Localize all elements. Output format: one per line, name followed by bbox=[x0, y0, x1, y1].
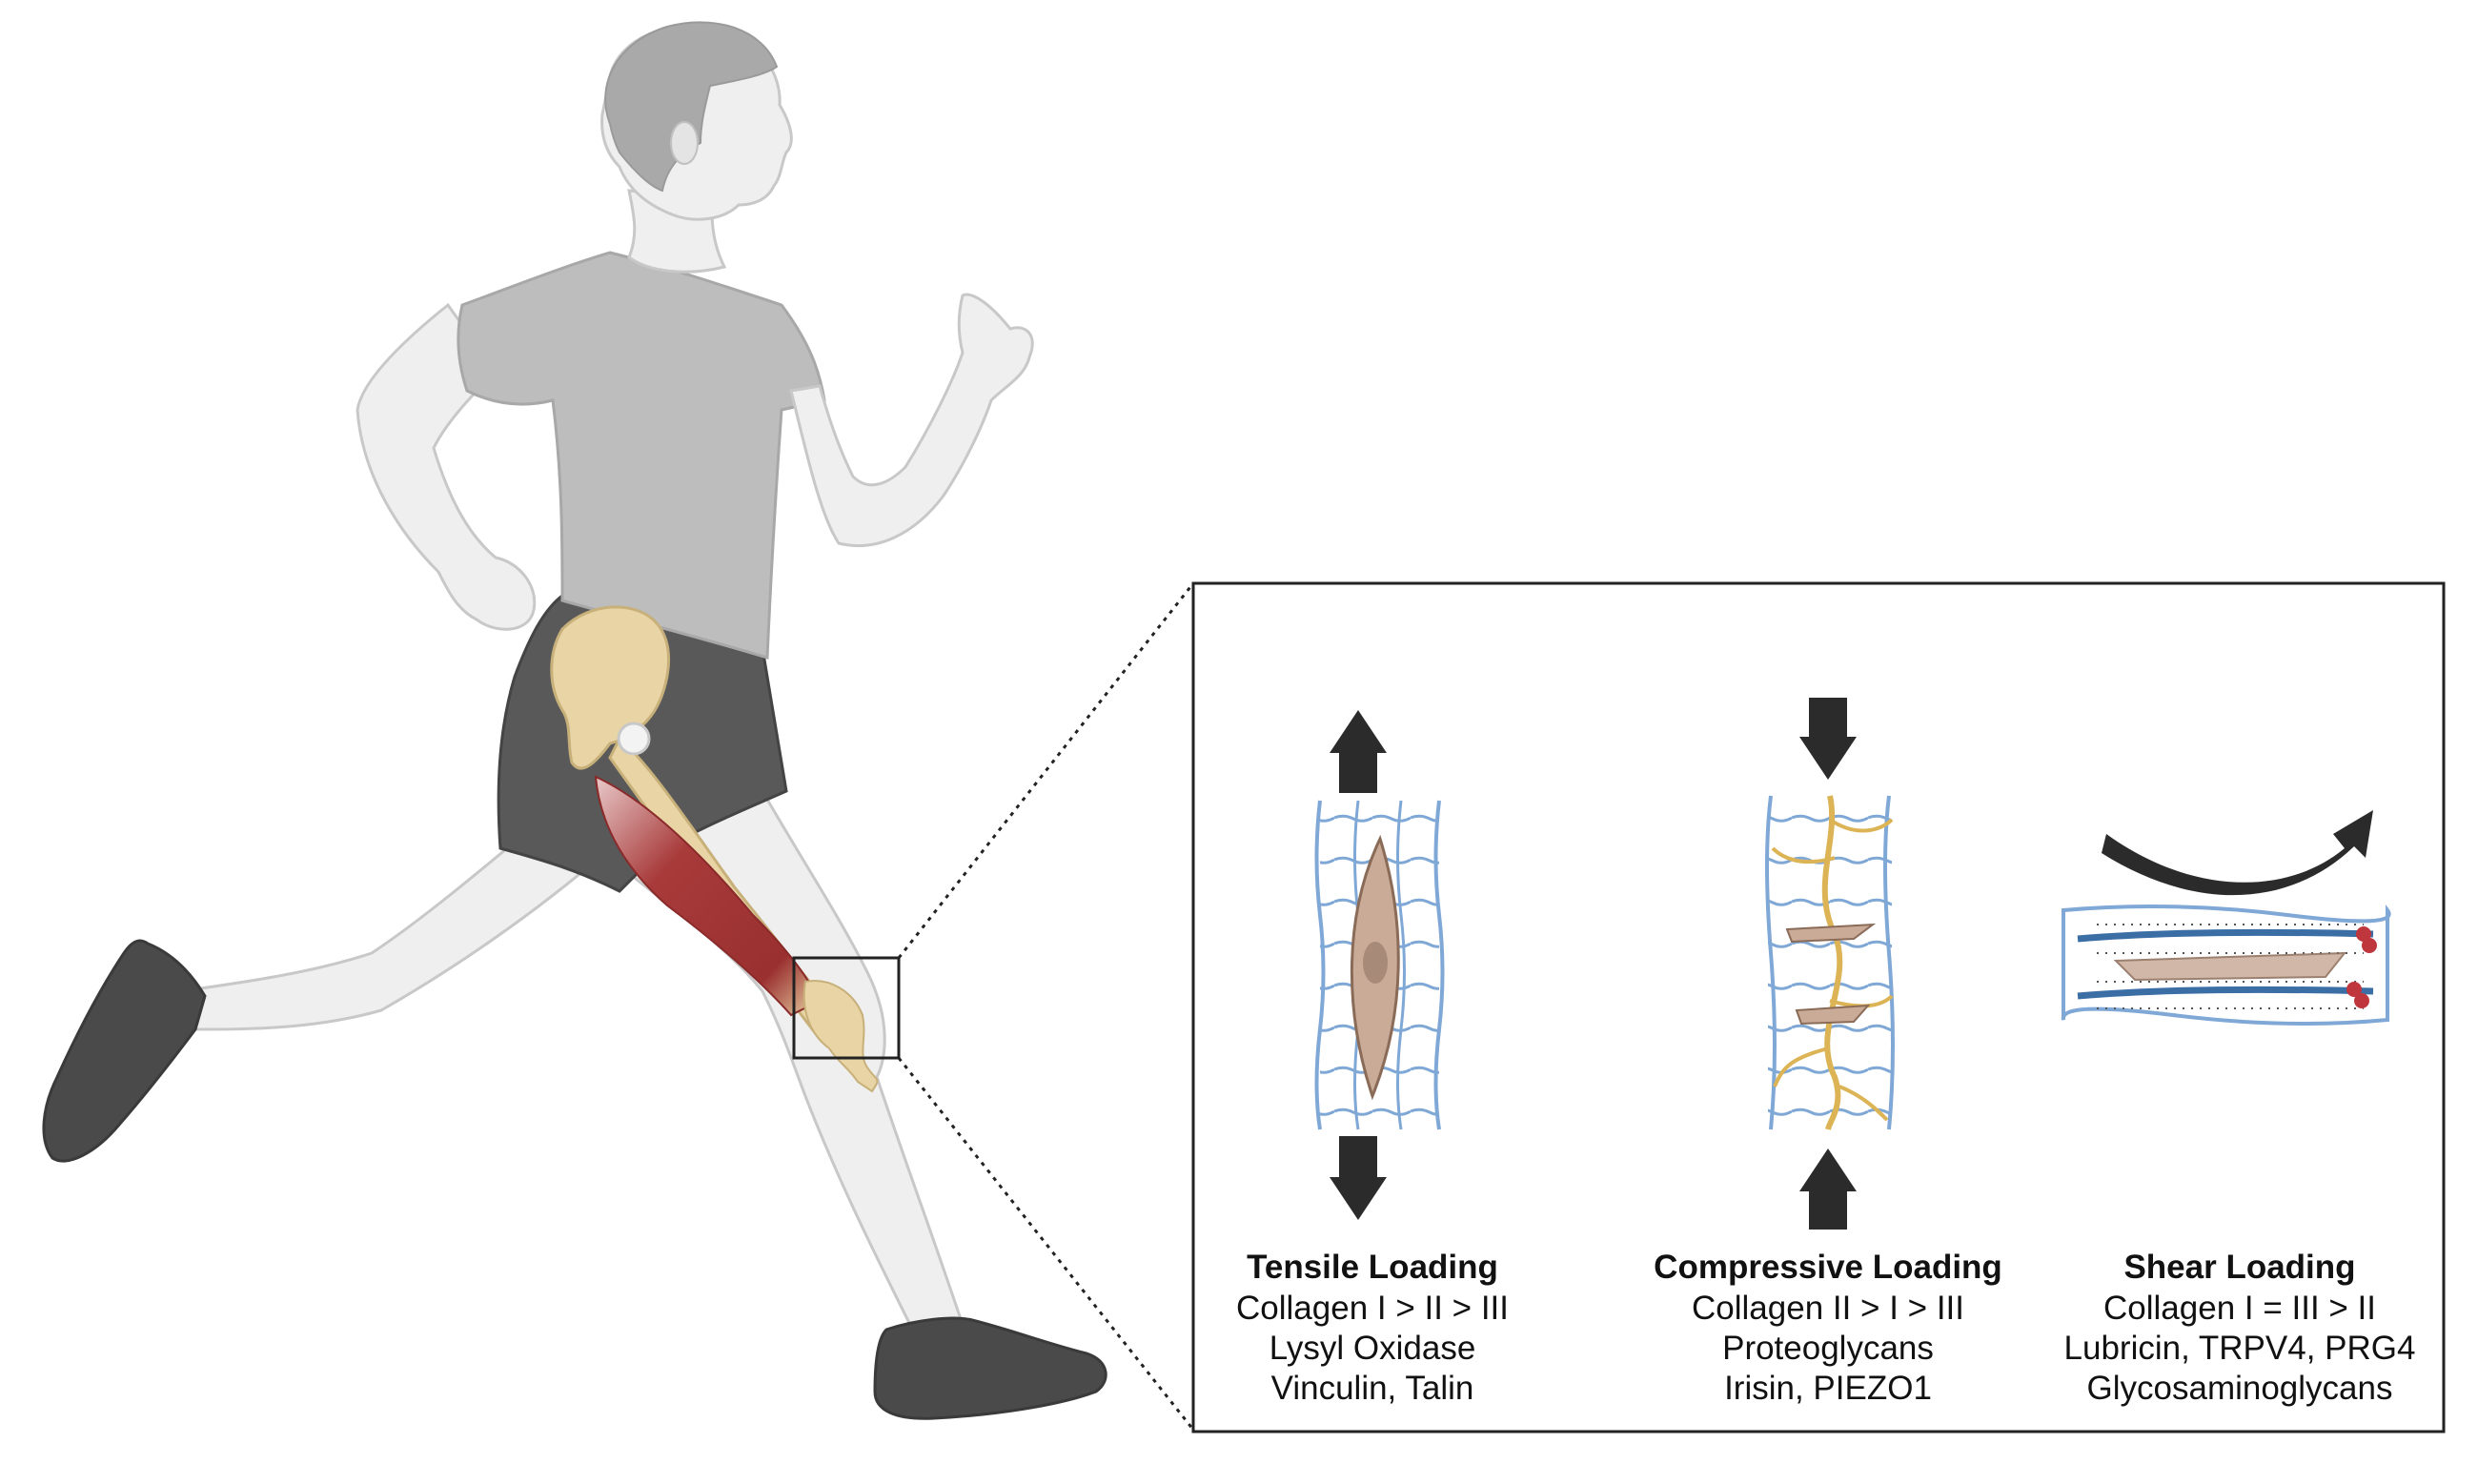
shear-curved-arrow bbox=[2102, 810, 2373, 896]
front-shoe bbox=[873, 1316, 1107, 1420]
compressive-line-1: Collagen II > I > III bbox=[1692, 1290, 1964, 1327]
shear-fiber-bottom bbox=[2077, 986, 2374, 1000]
ear bbox=[670, 121, 699, 165]
front-arm bbox=[789, 293, 1034, 548]
tensile-line-1: Collagen I > II > III bbox=[1236, 1290, 1509, 1327]
shear-label-block: Shear Loading Collagen I = III > II Lubr… bbox=[2049, 1247, 2430, 1409]
tensile-illustration bbox=[1314, 710, 1445, 1220]
compressive-line-3: Irisin, PIEZO1 bbox=[1724, 1370, 1932, 1407]
compressive-nerve-fiber bbox=[1821, 795, 1843, 1130]
compressive-title: Compressive Loading bbox=[1654, 1249, 2002, 1286]
compressive-label-block: Compressive Loading Collagen II > I > II… bbox=[1637, 1247, 2019, 1409]
compressive-down-arrow bbox=[1799, 698, 1857, 780]
zoom-connector-bottom bbox=[897, 1057, 1195, 1431]
back-arm bbox=[355, 302, 537, 631]
runner-illustration bbox=[42, 21, 1107, 1420]
compressive-illustration bbox=[1765, 698, 1895, 1230]
tensile-title: Tensile Loading bbox=[1247, 1249, 1498, 1286]
tensile-line-2: Lysyl Oxidase bbox=[1269, 1330, 1476, 1367]
tensile-down-arrow bbox=[1330, 1136, 1387, 1220]
tensile-line-3: Vinculin, Talin bbox=[1270, 1370, 1474, 1407]
shear-title: Shear Loading bbox=[2123, 1249, 2356, 1286]
compressive-line-2: Proteoglycans bbox=[1722, 1330, 1934, 1367]
shear-fiber-top bbox=[2077, 928, 2374, 943]
hip-joint bbox=[617, 722, 651, 756]
tensile-nucleus bbox=[1363, 942, 1388, 984]
back-shoe bbox=[42, 939, 207, 1163]
thigh-muscle bbox=[594, 775, 822, 1017]
tensile-up-arrow bbox=[1330, 710, 1387, 793]
hair bbox=[604, 21, 779, 193]
knee-bones bbox=[802, 980, 879, 1093]
zoom-connector-top bbox=[897, 582, 1195, 959]
compressive-up-arrow bbox=[1799, 1149, 1857, 1230]
tensile-label-block: Tensile Loading Collagen I > II > III Ly… bbox=[1201, 1247, 1544, 1409]
shear-line-3: Glycosaminoglycans bbox=[2086, 1370, 2393, 1407]
knee-zoom-box bbox=[792, 956, 901, 1060]
shear-cell bbox=[2113, 951, 2347, 982]
shear-line-1: Collagen I = III > II bbox=[2103, 1290, 2376, 1327]
shear-illustration bbox=[2061, 810, 2391, 1026]
shear-line-2: Lubricin, TRPV4, PRG4 bbox=[2063, 1330, 2416, 1367]
